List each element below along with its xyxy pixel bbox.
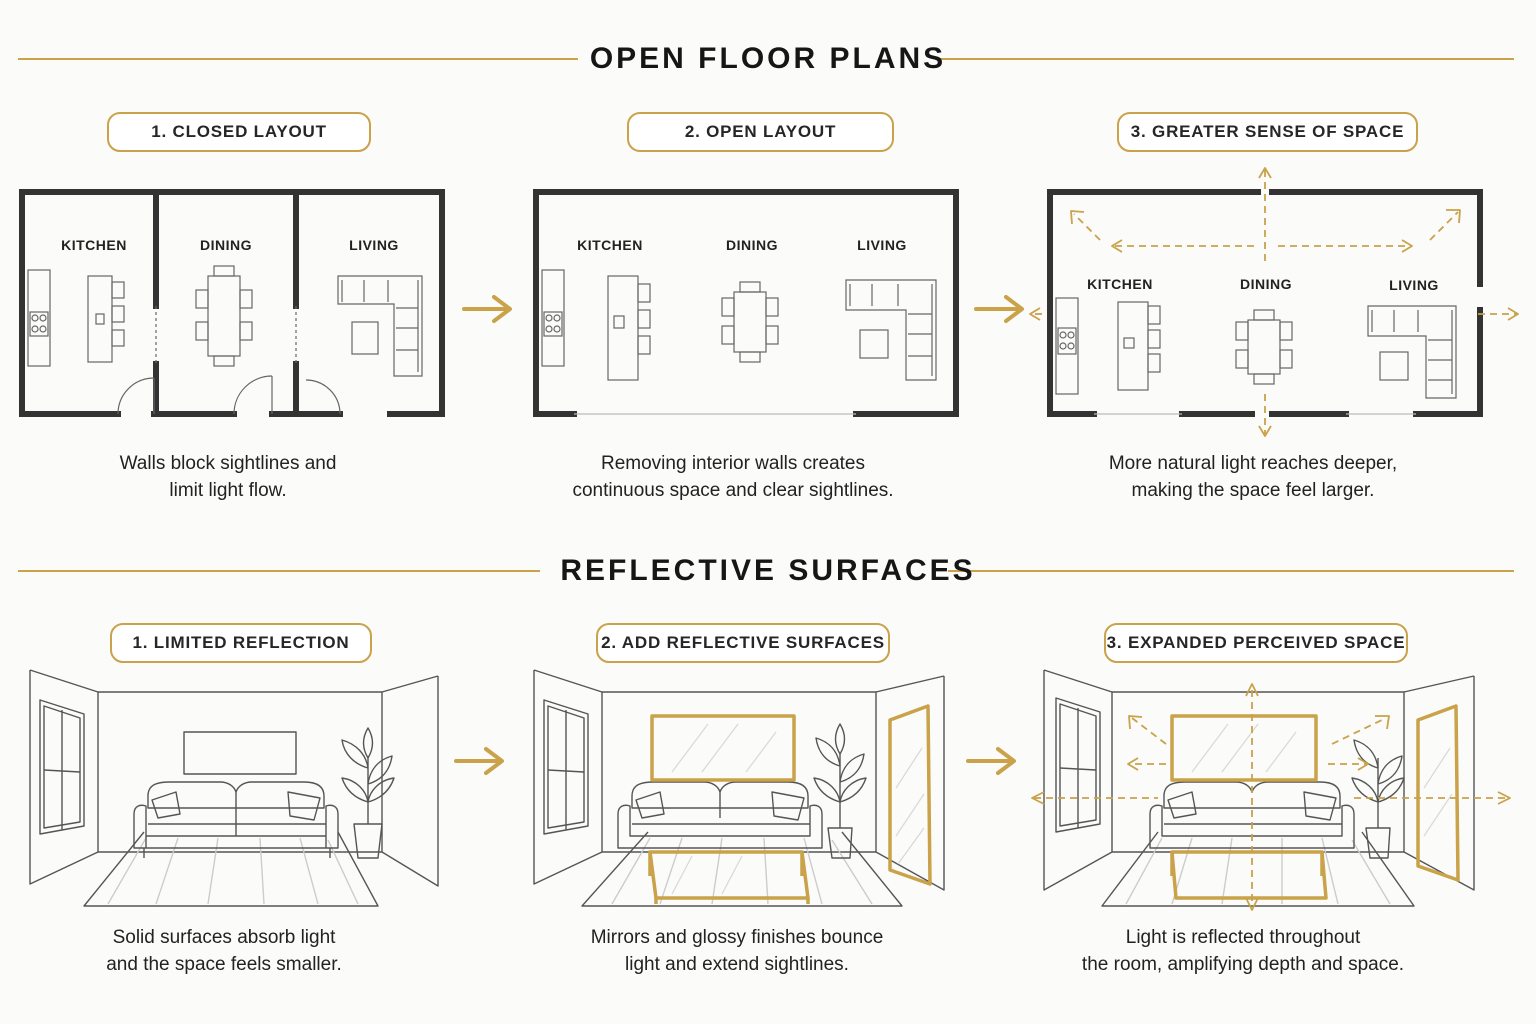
room-label: KITCHEN xyxy=(61,237,127,253)
caption-line: limit light flow. xyxy=(169,480,287,501)
section-title-open-floor-plans: OPEN FLOOR PLANS xyxy=(589,42,947,75)
panel-label-closed-layout: 1. CLOSED LAYOUT xyxy=(107,112,371,152)
caption-line: continuous space and clear sightlines. xyxy=(572,480,894,501)
section-title-reflective-surfaces: REFLECTIVE SURFACES xyxy=(560,554,976,587)
caption-line: making the space feel larger. xyxy=(1131,480,1375,501)
caption-line: Solid surfaces absorb light xyxy=(112,927,336,948)
caption-greater-space: More natural light reaches deeper, makin… xyxy=(1078,450,1428,504)
caption-open-layout: Removing interior walls creates continuo… xyxy=(552,450,914,504)
caption-line: More natural light reaches deeper, xyxy=(1108,453,1398,474)
panel-label-greater-sense-of-space: 3. GREATER SENSE OF SPACE xyxy=(1117,112,1418,152)
section-rule-right xyxy=(940,58,1514,60)
caption-line: Mirrors and glossy finishes bounce xyxy=(590,927,884,948)
room-label: LIVING xyxy=(857,237,907,253)
room-label: DINING xyxy=(1240,276,1292,292)
caption-closed-layout: Walls block sightlines and limit light f… xyxy=(58,450,398,504)
section-rule-left xyxy=(18,570,540,572)
caption-line: Removing interior walls creates xyxy=(601,453,865,474)
room-label: LIVING xyxy=(349,237,399,253)
caption-line: Walls block sightlines and xyxy=(119,453,337,474)
caption-reflective-surfaces: Mirrors and glossy finishes bounce light… xyxy=(556,924,918,978)
caption-limited-reflection: Solid surfaces absorb light and the spac… xyxy=(54,924,394,978)
caption-line: and the space feels smaller. xyxy=(106,954,342,975)
floor-plan-greater-space: KITCHEN DINING LIVING xyxy=(1029,167,1519,437)
arrow-right-icon xyxy=(974,295,1024,323)
section-rule-right xyxy=(948,570,1514,572)
room-label: DINING xyxy=(726,237,778,253)
floor-plan-closed: KITCHEN DINING LIVING xyxy=(19,189,445,417)
room-label: KITCHEN xyxy=(577,237,643,253)
panel-label-limited-reflection: 1. LIMITED REFLECTION xyxy=(110,623,372,663)
arrow-right-icon xyxy=(966,747,1016,775)
room-label: LIVING xyxy=(1389,277,1439,293)
panel-label-add-reflective-surfaces: 2. ADD REFLECTIVE SURFACES xyxy=(596,623,890,663)
arrow-right-icon xyxy=(462,295,512,323)
arrow-right-icon xyxy=(454,747,504,775)
panel-label-expanded-perceived-space: 3. EXPANDED PERCEIVED SPACE xyxy=(1104,623,1408,663)
caption-line: light and extend sightlines. xyxy=(625,954,849,975)
room-illustration-limited-reflection xyxy=(29,669,439,907)
caption-line: Light is reflected throughout xyxy=(1125,927,1361,948)
section-rule-left xyxy=(18,58,578,60)
room-illustration-reflective-surfaces xyxy=(533,669,945,907)
panel-label-open-layout: 2. OPEN LAYOUT xyxy=(627,112,894,152)
caption-expanded-space: Light is reflected throughout the room, … xyxy=(1062,924,1424,978)
caption-line: the room, amplifying depth and space. xyxy=(1081,954,1405,975)
room-illustration-expanded-space xyxy=(1031,669,1511,911)
floor-plan-open: KITCHEN DINING LIVING xyxy=(533,189,959,417)
room-label: KITCHEN xyxy=(1087,276,1153,292)
room-label: DINING xyxy=(200,237,252,253)
